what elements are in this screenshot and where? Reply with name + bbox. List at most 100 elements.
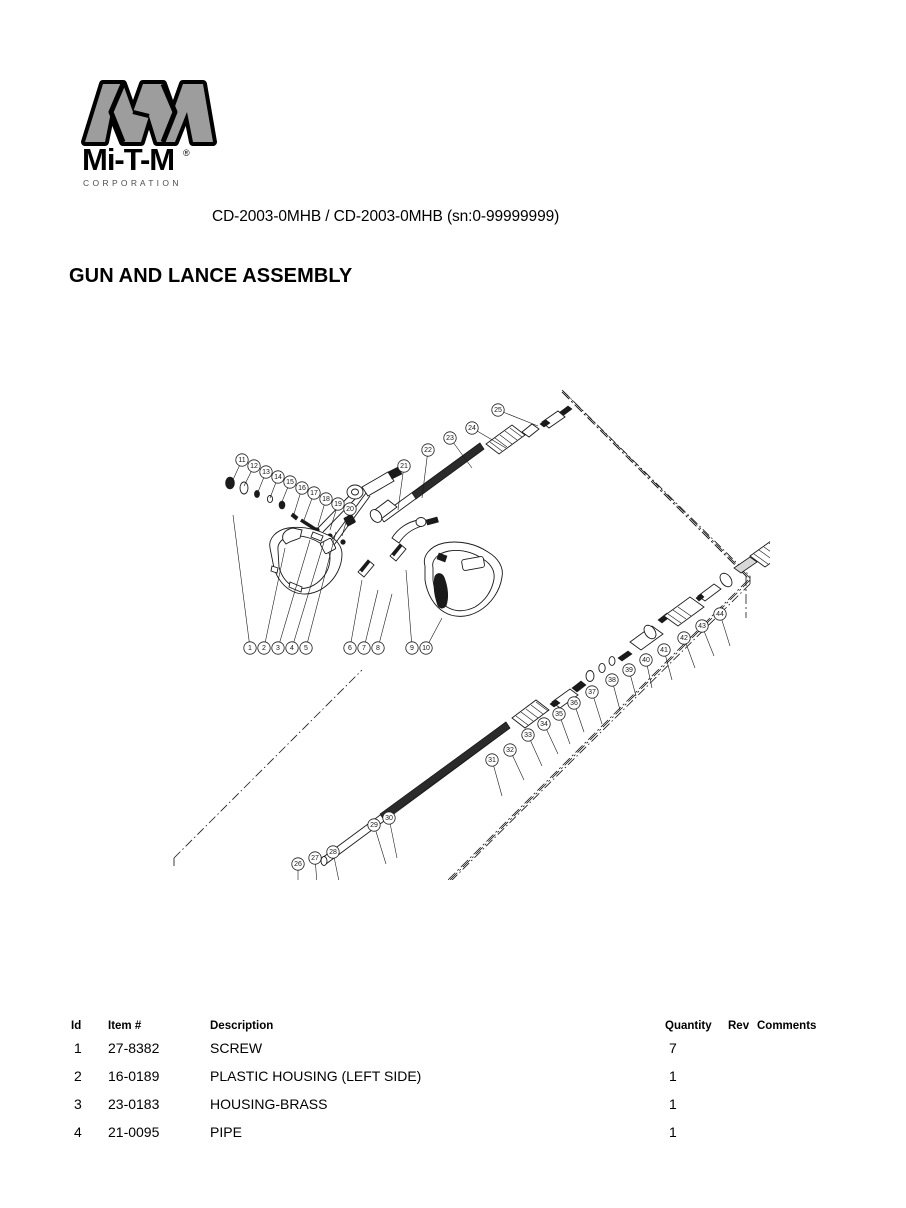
- callout-number: 36: [570, 700, 578, 707]
- callout-18: 18: [317, 492, 333, 527]
- small-parts-row: [225, 476, 346, 545]
- callout-bubble: [235, 453, 249, 467]
- callout-bubble: [552, 707, 566, 721]
- callout-number: 39: [625, 667, 633, 674]
- callout-bubble: [259, 465, 273, 479]
- callout-number: 9: [410, 645, 414, 652]
- callout-4: 4: [285, 541, 325, 655]
- plastic-housing-left: [269, 526, 343, 595]
- callout-bubble: [331, 497, 345, 511]
- callout-6: 6: [343, 579, 363, 655]
- callout-bubble: [319, 492, 333, 506]
- callout-number: 1: [248, 645, 252, 652]
- callout-leader-line: [232, 514, 251, 649]
- callout-bubble: [326, 845, 340, 859]
- callout-34: 34: [537, 717, 559, 755]
- callout-bubble: [485, 753, 499, 767]
- callout-leader-line: [377, 593, 393, 649]
- callout-9: 9: [405, 569, 419, 655]
- callout-number: 23: [446, 435, 454, 442]
- callout-32: 32: [503, 743, 525, 781]
- trigger-and-linkage: [317, 466, 439, 578]
- callout-bubble: [567, 696, 581, 710]
- callout-bubble: [521, 728, 535, 742]
- callout-number: 15: [286, 479, 294, 486]
- callout-bubble: [343, 502, 357, 516]
- callout-25: 25: [491, 403, 539, 427]
- callout-number: 33: [524, 732, 532, 739]
- cell-id: 1: [74, 1040, 82, 1056]
- callout-number: 35: [555, 711, 563, 718]
- parts-table: Id Item # Description Quantity Rev Comme…: [60, 1020, 850, 1152]
- callout-23: 23: [443, 431, 473, 469]
- callout-number: 18: [322, 496, 330, 503]
- callout-38: 38: [605, 673, 621, 711]
- logo-registered-icon: ®: [183, 148, 190, 158]
- callout-bubble: [357, 641, 371, 655]
- exploded-parts-diagram: .ln { stroke:#1a1a1a; stroke-width:0.9; …: [150, 380, 770, 880]
- callout-leader-line: [363, 589, 379, 649]
- callout-44: 44: [713, 607, 731, 647]
- callout-bubble: [291, 857, 305, 871]
- callout-number: 22: [424, 447, 432, 454]
- callout-number: 32: [506, 747, 514, 754]
- callout-43: 43: [695, 619, 715, 657]
- logo-subtext: C O R P O R A T I O N: [83, 178, 179, 188]
- cell-item: 21-0095: [108, 1124, 160, 1140]
- callout-bubble: [622, 663, 636, 677]
- callout-number: 29: [370, 822, 378, 829]
- callout-bubble: [283, 475, 297, 489]
- plastic-housing-right: [423, 541, 503, 617]
- cell-quantity: 1: [669, 1096, 677, 1112]
- callout-leader-line: [305, 531, 337, 649]
- callout-bubble: [677, 631, 691, 645]
- callout-bubble: [503, 743, 517, 757]
- callout-leader-line: [349, 579, 363, 649]
- callout-31: 31: [485, 753, 503, 797]
- callout-2: 2: [257, 547, 286, 655]
- callout-leader-line: [497, 409, 539, 427]
- cell-quantity: 1: [669, 1068, 677, 1084]
- logo-wordmark: Mi-T-M: [82, 142, 174, 177]
- cell-id: 3: [74, 1096, 82, 1112]
- callout-bubble: [247, 459, 261, 473]
- callout-1: 1: [232, 514, 257, 655]
- callout-number: 13: [262, 469, 270, 476]
- cell-description: HOUSING-BRASS: [210, 1096, 328, 1112]
- callout-number: 8: [376, 645, 380, 652]
- callout-leader-line: [421, 449, 429, 499]
- callout-number: 44: [716, 611, 724, 618]
- callout-26: 26: [291, 857, 305, 880]
- callout-number: 16: [298, 485, 306, 492]
- callout-bubble: [397, 459, 411, 473]
- column-header-description: Description: [210, 1020, 274, 1032]
- callout-number: 5: [304, 645, 308, 652]
- cell-description: SCREW: [210, 1040, 263, 1056]
- callout-number: 2: [262, 645, 266, 652]
- callout-16: 16: [293, 481, 309, 515]
- cell-quantity: 1: [669, 1124, 677, 1140]
- callout-bubble: [657, 643, 671, 657]
- diagram-frame-lower: [173, 669, 363, 866]
- column-header-comments: Comments: [757, 1020, 817, 1032]
- callout-5: 5: [299, 531, 337, 655]
- column-header-rev: Rev: [728, 1020, 750, 1032]
- callout-number: 25: [494, 407, 502, 414]
- callout-21: 21: [397, 459, 411, 511]
- callout-bubble: [405, 641, 419, 655]
- callout-27: 27: [308, 851, 322, 880]
- callout-number: 41: [660, 647, 668, 654]
- callout-bubble: [639, 653, 653, 667]
- callout-bubble: [343, 641, 357, 655]
- callout-42: 42: [677, 631, 696, 669]
- callout-leader-line: [263, 547, 286, 649]
- callout-number: 3: [276, 645, 280, 652]
- callout-bubble: [585, 685, 599, 699]
- callout-41: 41: [657, 643, 673, 681]
- callout-37: 37: [585, 685, 603, 725]
- callout-22: 22: [421, 443, 435, 499]
- cell-id: 2: [74, 1068, 82, 1084]
